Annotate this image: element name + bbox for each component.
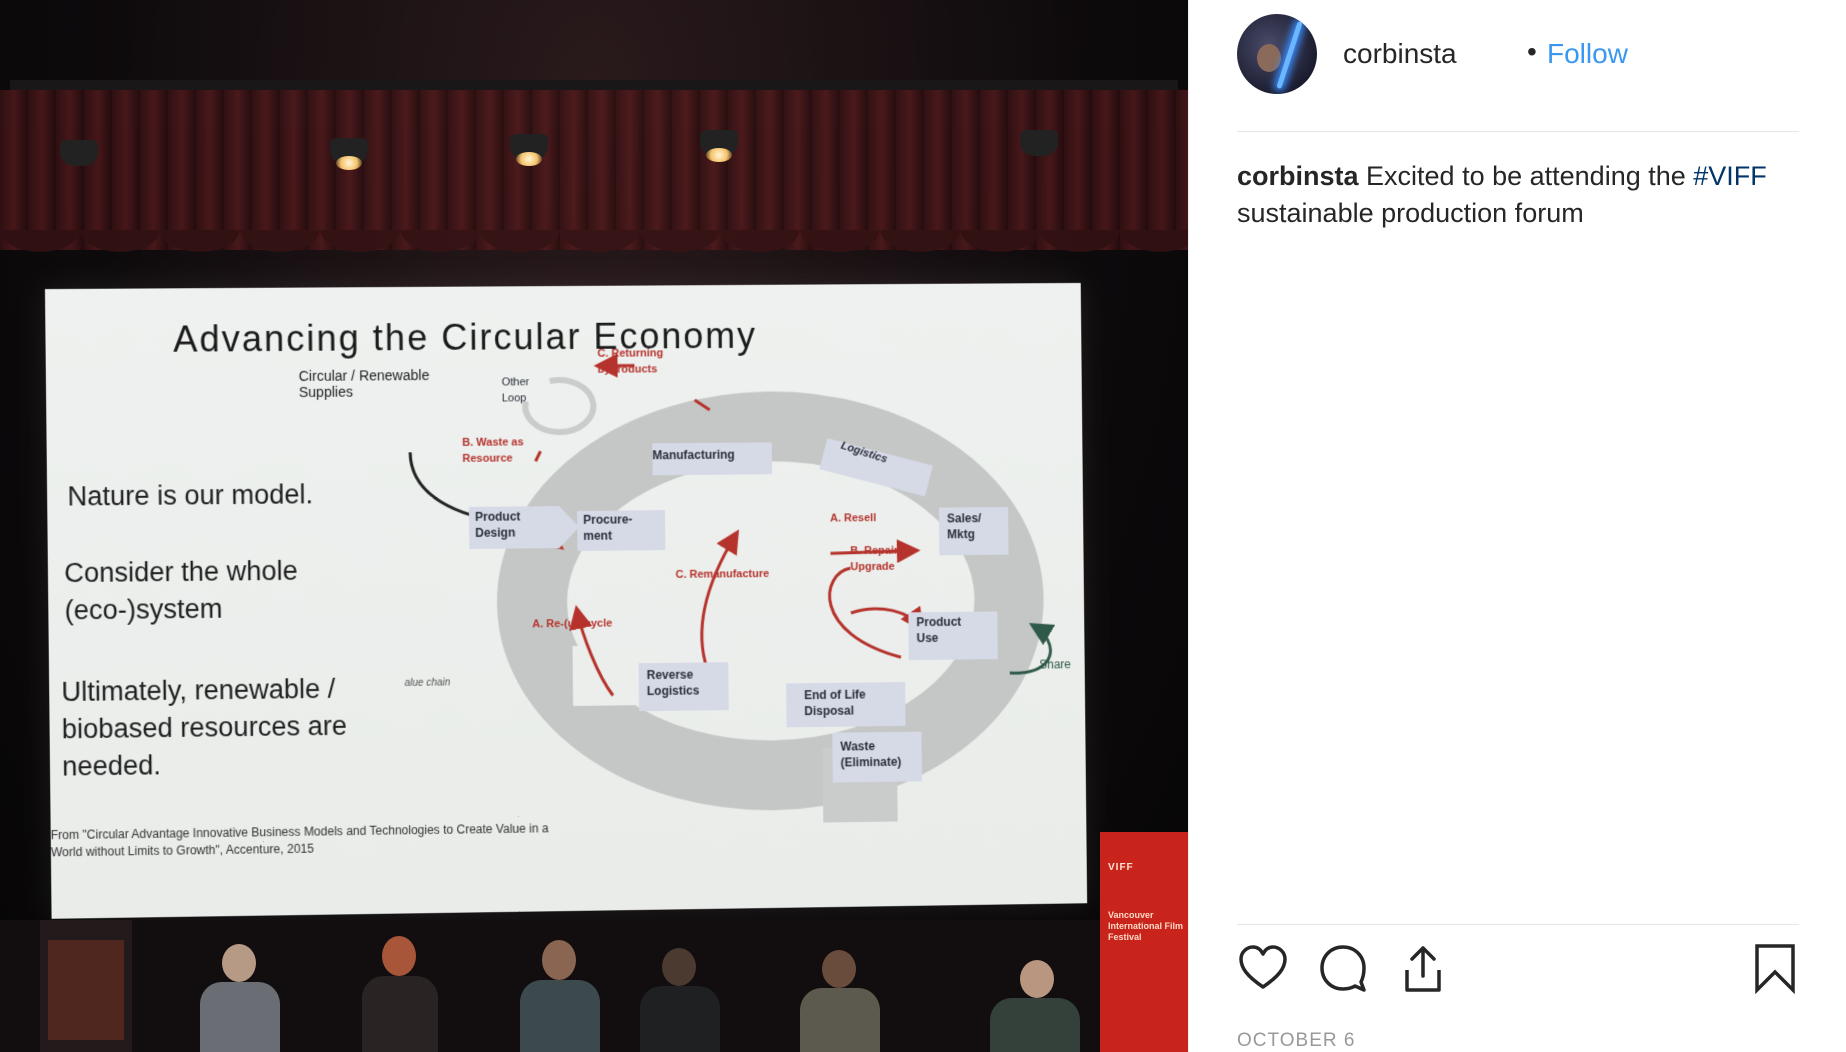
stage-light: [330, 138, 368, 170]
label-manufacturing: Manufacturing: [652, 447, 735, 463]
lighting-rig: [10, 80, 1178, 90]
label-resell: A. Resell: [830, 512, 877, 525]
caption-username-link[interactable]: corbinsta: [1237, 161, 1359, 191]
post-sidebar: corbinsta • Follow corbinsta Excited to …: [1188, 0, 1846, 1052]
stage-light: [700, 130, 738, 162]
podium-sign: [48, 940, 124, 1040]
label-returning-byproducts: C. Returning byproducts: [597, 347, 664, 376]
label-procurement: Procure-ment: [583, 512, 633, 543]
post-photo[interactable]: Advancing the Circular Economy Nature is…: [0, 0, 1188, 1052]
box-product-design: [468, 506, 560, 549]
save-button[interactable]: [1749, 942, 1801, 995]
label-reupcycle: A. Re-(up)cycle: [532, 617, 613, 631]
stage-curtain: [0, 90, 1188, 270]
share-button[interactable]: [1397, 942, 1449, 994]
stage-light: [1020, 130, 1058, 156]
avatar[interactable]: [1237, 14, 1317, 94]
label-value-chain: alue chain: [404, 677, 451, 689]
action-bar: [1237, 942, 1799, 1000]
banner-text: Vancouver International Film Festival: [1108, 910, 1184, 942]
stage-light: [510, 134, 548, 166]
label-waste-as-resource: B. Waste as Resource: [462, 436, 524, 465]
comment-button[interactable]: [1317, 942, 1369, 994]
box-reverse-logistics: [638, 662, 729, 712]
share-icon: [1405, 946, 1441, 992]
hashtag-link[interactable]: #VIFF: [1693, 161, 1767, 191]
like-button[interactable]: [1237, 942, 1289, 994]
box-procurement: [577, 510, 667, 551]
label-reverse-logistics: Reverse Logistics: [646, 667, 700, 699]
header-separator: •: [1527, 36, 1537, 67]
comment-icon: [1320, 945, 1366, 992]
bookmark-icon: [1755, 944, 1795, 995]
festival-banner: [1100, 832, 1188, 1052]
box-sales-mktg: [938, 506, 1009, 556]
box-manufacturing: [652, 442, 773, 476]
label-share: Share: [1039, 657, 1071, 672]
box-end-of-life: [786, 682, 906, 728]
heart-icon: [1239, 945, 1287, 989]
banner-logo: VIFF: [1108, 862, 1134, 873]
circular-economy-diagram: [45, 283, 1087, 919]
username-link[interactable]: corbinsta: [1343, 38, 1457, 69]
post-date[interactable]: OCTOBER 6: [1237, 1030, 1356, 1051]
label-end-of-life: End of Life Disposal: [804, 687, 866, 719]
label-remanufacture: C. Remanufacture: [675, 567, 770, 581]
box-waste: [832, 731, 923, 783]
label-waste: Waste (Eliminate): [840, 739, 902, 770]
label-product-use: Product Use: [916, 614, 962, 646]
label-repair-upgrade: B. Repair / Upgrade: [850, 544, 905, 574]
caption-text: Excited to be attending the: [1358, 161, 1694, 191]
label-circular-supplies: Circular / Renewable Supplies: [298, 366, 430, 401]
actions-divider: [1237, 924, 1799, 925]
projected-slide: Advancing the Circular Economy Nature is…: [45, 283, 1087, 919]
post-caption: corbinsta Excited to be attending the #V…: [1237, 158, 1797, 232]
stage-light: [60, 140, 98, 166]
label-sales-mktg: Sales/ Mktg: [946, 511, 982, 542]
label-other-loop: Other Loop: [501, 376, 530, 405]
box-product-use: [908, 611, 998, 661]
follow-button[interactable]: Follow: [1547, 38, 1628, 69]
label-product-design: Product Design: [474, 509, 521, 540]
caption-text: sustainable production forum: [1237, 198, 1584, 228]
header-divider: [1237, 131, 1799, 132]
box-logistics: [819, 438, 933, 497]
post-header: corbinsta • Follow: [1237, 14, 1799, 94]
